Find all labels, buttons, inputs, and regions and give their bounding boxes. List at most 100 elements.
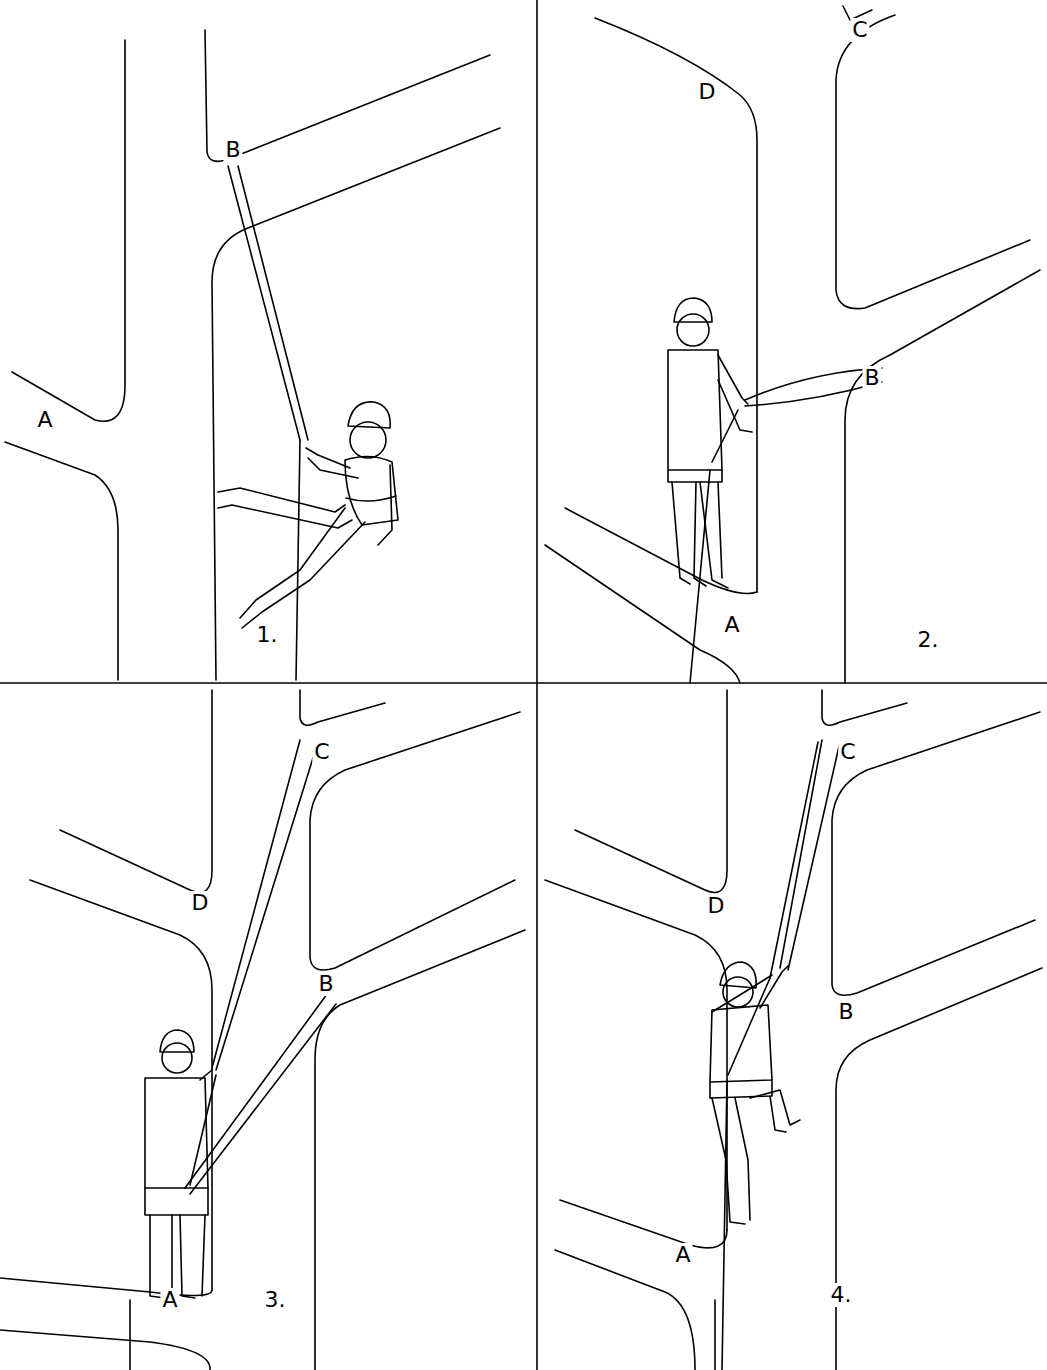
- climbing-rope: [296, 440, 300, 680]
- climbing-rope: [690, 368, 882, 683]
- part-label: C: [850, 18, 869, 42]
- climber-figure: [750, 1090, 800, 1125]
- part-label: B: [836, 1000, 855, 1024]
- panel-number: 4.: [829, 1283, 854, 1307]
- part-label: C: [312, 740, 331, 764]
- tree-outline: [60, 690, 212, 893]
- climber-figure: [306, 448, 350, 468]
- tree-outline: [212, 128, 500, 680]
- climbing-rope: [745, 368, 882, 400]
- panel-divider: [536, 0, 538, 1370]
- climbing-rope: [728, 978, 770, 1075]
- climbing-rope: [788, 742, 840, 970]
- climbing-rope: [780, 740, 822, 968]
- climbing-rope: [238, 166, 308, 440]
- climber-figure: [200, 1070, 212, 1080]
- tree-outline: [845, 270, 1040, 683]
- tree-outline: [0, 1278, 212, 1296]
- climber-figure: [346, 496, 396, 501]
- climber-figure: [700, 482, 728, 588]
- part-label: B: [223, 138, 242, 162]
- part-label: C: [838, 740, 857, 764]
- climber-figure: [760, 966, 788, 1008]
- climbing-rope: [190, 1004, 336, 1194]
- climber-figure: [710, 962, 800, 1224]
- climbing-rope: [690, 470, 710, 683]
- tree-outline: [5, 442, 118, 680]
- climber-figure: [240, 508, 345, 618]
- tree-outline: [300, 690, 385, 725]
- climbing-rope: [228, 166, 300, 440]
- part-label: B: [862, 366, 881, 390]
- panel-divider: [0, 682, 1047, 684]
- climber-figure: [145, 1030, 212, 1298]
- tree-outline: [832, 712, 1040, 995]
- tree-outline: [714, 1300, 716, 1370]
- climber-figure: [668, 298, 752, 588]
- tree-outline: [545, 690, 1042, 1370]
- tree-outline: [836, 15, 1030, 309]
- tree-outline: [310, 712, 520, 970]
- climber-figure: [770, 1096, 786, 1132]
- tree-outline: [129, 1300, 131, 1370]
- tree-outline: [575, 690, 727, 893]
- climbing-rope: [745, 382, 882, 406]
- climber-figure: [735, 1098, 750, 1220]
- panel-number: 2.: [916, 628, 941, 652]
- climbing-rope: [190, 1075, 216, 1185]
- climbing-rope: [212, 740, 300, 1068]
- panel-number: 1.: [255, 623, 280, 647]
- climber-figure: [171, 1215, 173, 1296]
- climbing-rope: [185, 740, 336, 1194]
- climber-figure: [712, 975, 772, 1012]
- climber-figure: [677, 314, 709, 346]
- tree-outline: [205, 30, 490, 161]
- climber-figure: [218, 505, 352, 528]
- climber-figure: [718, 380, 752, 432]
- tree-outline: [5, 30, 500, 680]
- tree-outline: [545, 6, 1040, 683]
- tree-outline: [555, 1250, 695, 1370]
- part-label: D: [697, 80, 718, 104]
- part-label: B: [316, 972, 335, 996]
- tree-outline: [0, 690, 525, 1370]
- tree-outline: [560, 1200, 727, 1248]
- climbing-rope: [722, 1080, 727, 1370]
- climber-figure: [710, 1005, 772, 1082]
- climber-figure: [145, 1188, 208, 1215]
- climber-figure: [348, 402, 390, 428]
- climber-figure: [242, 522, 365, 628]
- part-label: A: [160, 1288, 179, 1312]
- climber-figure: [378, 465, 392, 545]
- climber-figure: [668, 470, 722, 482]
- tree-outline: [545, 880, 727, 1230]
- climber-figure: [218, 402, 398, 628]
- tree-outline: [0, 1330, 210, 1370]
- tree-outline: [595, 18, 757, 592]
- climber-figure: [145, 1078, 208, 1188]
- part-label: A: [35, 408, 54, 432]
- tree-outline: [12, 40, 125, 421]
- climbing-rope: [722, 740, 840, 1370]
- tree-outline: [30, 880, 212, 1290]
- climber-figure: [718, 355, 748, 404]
- climber-figure: [674, 298, 712, 322]
- climber-figure: [672, 482, 690, 584]
- climber-figure: [162, 1043, 192, 1073]
- climber-figure: [718, 482, 722, 578]
- climber-figure: [180, 1215, 195, 1298]
- tree-outline: [836, 968, 1042, 1370]
- panel-number: 3.: [263, 1288, 288, 1312]
- climber-figure: [668, 350, 722, 470]
- climber-figure: [202, 1215, 205, 1296]
- tree-outline: [315, 930, 525, 1370]
- part-label: D: [190, 891, 211, 915]
- tree-outline: [822, 690, 907, 725]
- climber-figure: [308, 458, 358, 478]
- climbing-rope: [228, 166, 308, 680]
- part-label: A: [722, 613, 741, 637]
